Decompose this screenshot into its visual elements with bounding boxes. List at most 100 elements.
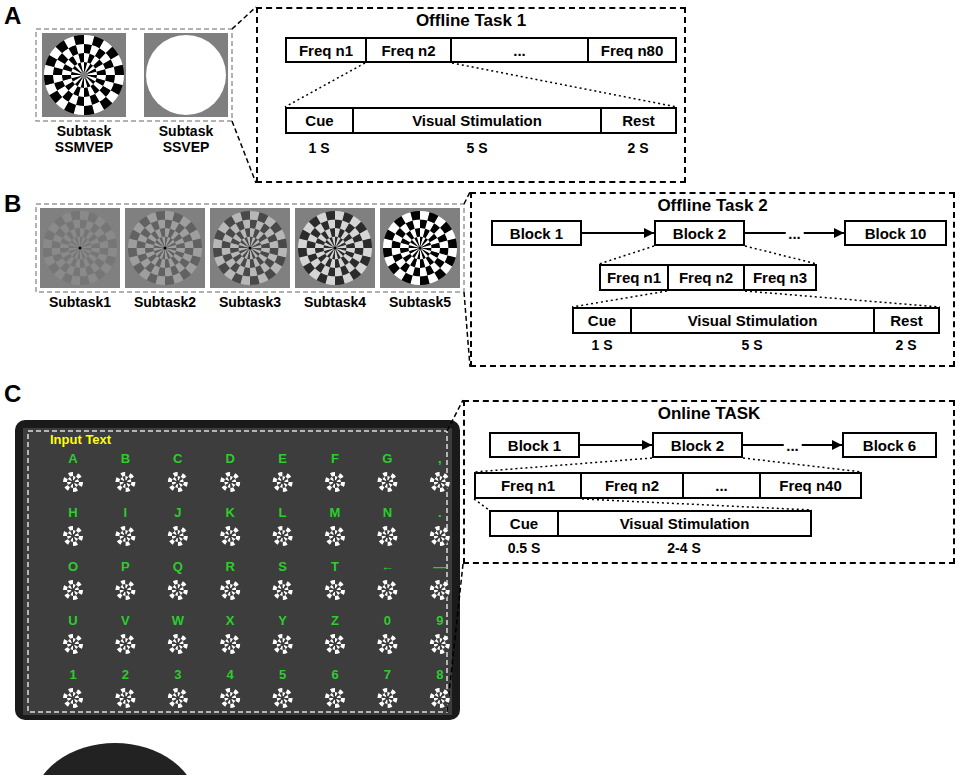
- checker-cell: [335, 649, 340, 654]
- step-box: Freq n3: [743, 264, 817, 291]
- checker-cell: [329, 590, 333, 593]
- step-text: Rest: [890, 312, 923, 329]
- step-box: Block 1: [489, 432, 580, 458]
- checker-cell: [335, 484, 338, 488]
- checker-cell: [283, 592, 286, 596]
- checker-cell: [70, 476, 73, 480]
- step-text: Cue: [305, 112, 333, 129]
- checker-cell: [125, 541, 130, 546]
- checker-cell: [178, 541, 183, 546]
- checker-cell: [250, 267, 257, 276]
- checkerboard-stimulus: [115, 472, 135, 492]
- checker-cell: [175, 530, 178, 534]
- checker-cell: [377, 698, 382, 703]
- key-letter: V: [121, 614, 130, 629]
- checker-cell: [78, 585, 83, 590]
- key-letter: 8: [436, 668, 443, 683]
- panel-letter: A: [4, 2, 21, 30]
- checker-cell: [329, 536, 333, 539]
- checker-cell: [445, 639, 450, 644]
- checker-cell: [68, 526, 73, 531]
- checker-cell: [178, 592, 181, 596]
- checker-cell: [168, 590, 173, 595]
- checker-cell: [178, 484, 181, 488]
- checker-cell: [377, 590, 382, 595]
- key-letter: D: [225, 452, 234, 467]
- checker-cell: [437, 530, 440, 534]
- checker-cell: [73, 700, 76, 704]
- step-text: Visual Stimulation: [412, 112, 542, 129]
- checker-cell: [284, 695, 288, 698]
- checker-cell: [176, 243, 185, 248]
- checker-cell: [442, 641, 446, 644]
- checker-cell: [335, 267, 342, 276]
- checker-cell: [70, 211, 80, 220]
- checker-cell: [335, 538, 338, 542]
- duration-label: 0.5 S: [508, 540, 541, 556]
- key-letter: W: [172, 614, 184, 629]
- key-letter: Q: [173, 560, 183, 575]
- flow-arrow: [580, 444, 652, 446]
- zoom-connector: [572, 291, 667, 307]
- checker-cell: [277, 536, 281, 539]
- checkerboard-stimulus: [168, 526, 188, 546]
- key-letter: N: [383, 506, 392, 521]
- checker-cell: [409, 249, 418, 254]
- checker-cell: [53, 75, 63, 83]
- checker-cell: [230, 592, 233, 596]
- step-box: Cue: [489, 510, 559, 537]
- checker-cell: [389, 695, 393, 698]
- checker-cell: [77, 236, 80, 245]
- stimulus-image: [380, 208, 460, 288]
- checker-cell: [329, 644, 333, 647]
- checker-cell: [91, 243, 100, 248]
- checker-cell: [445, 477, 450, 482]
- checker-cell: [68, 634, 73, 639]
- checker-cell: [445, 693, 450, 698]
- checker-cell: [227, 584, 230, 588]
- checker-cell: [430, 644, 435, 649]
- checker-cell: [125, 703, 130, 708]
- checker-cell: [393, 639, 398, 644]
- checker-cell: [75, 533, 79, 536]
- image-group-outline: [36, 29, 232, 121]
- checker-cell: [178, 595, 183, 600]
- step-text: Block 6: [863, 437, 916, 454]
- checker-cell: [325, 698, 330, 703]
- checker-cell: [230, 541, 235, 546]
- checker-cell: [325, 590, 330, 595]
- checker-cell: [377, 644, 382, 649]
- checker-cell: [73, 592, 76, 596]
- checker-cell: [73, 649, 78, 654]
- step-box: Freq n80: [587, 37, 677, 63]
- checker-cell: [75, 587, 79, 590]
- checker-cell: [127, 641, 131, 644]
- checkerboard-stimulus: [430, 688, 450, 708]
- checker-cell: [220, 590, 225, 595]
- step-box: ...: [450, 37, 589, 63]
- checkerboard-stimulus: [128, 211, 202, 285]
- step-text: Freq n40: [779, 477, 842, 494]
- checker-cell: [222, 248, 231, 255]
- checker-cell: [84, 105, 94, 115]
- checker-cell: [180, 479, 184, 482]
- zoom-connector: [582, 499, 812, 510]
- checker-cell: [73, 538, 76, 542]
- checker-cell: [99, 241, 108, 248]
- checker-cell: [337, 587, 341, 590]
- checker-cell: [220, 482, 225, 487]
- checker-cell: [75, 479, 79, 482]
- key-letter: R: [225, 560, 234, 575]
- panel-letter: C: [4, 380, 21, 408]
- zoom-connector: [745, 246, 817, 264]
- checker-cell: [324, 249, 333, 254]
- step-text: ...: [715, 477, 728, 494]
- step-box: Rest: [873, 307, 940, 334]
- checker-cell: [337, 479, 341, 482]
- zoom-connector: [474, 499, 489, 510]
- checker-cell: [325, 644, 330, 649]
- checker-cell: [409, 248, 418, 251]
- key-letter: B: [121, 452, 130, 467]
- checker-cell: [122, 584, 125, 588]
- step-box: Cue: [572, 307, 632, 334]
